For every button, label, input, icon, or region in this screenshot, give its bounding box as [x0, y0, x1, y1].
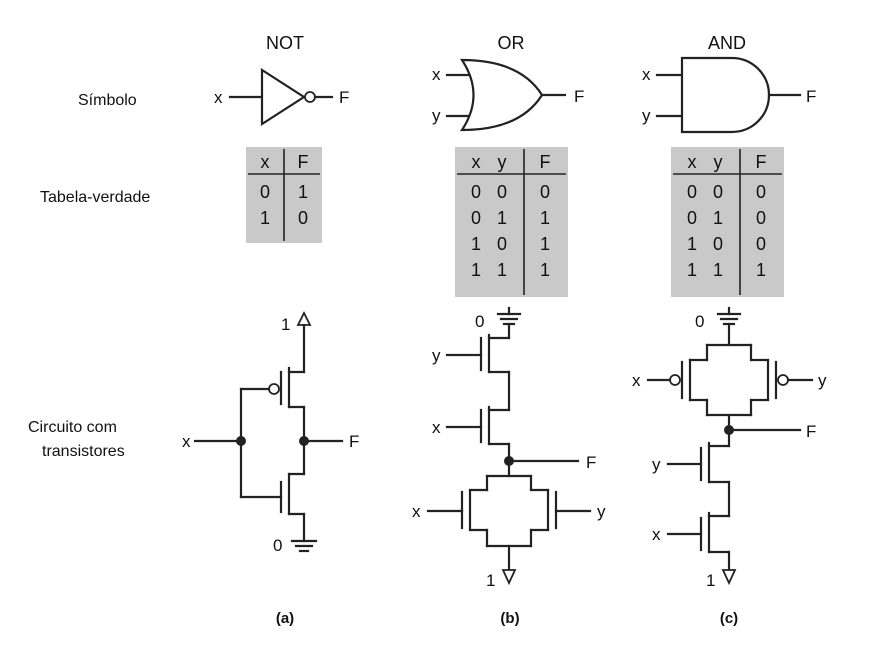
header-and: AND: [708, 33, 746, 53]
truth-table-not: x F 0 1 1 0: [246, 147, 322, 243]
table-cell: 1: [713, 208, 723, 228]
or-gate-body: [459, 58, 544, 132]
and-transistor-circuit: 0 x y F: [632, 306, 827, 590]
not-output-label: F: [339, 88, 349, 107]
table-header-cell: y: [498, 152, 507, 172]
header-or: OR: [498, 33, 525, 53]
or-circuit-y2-label: y: [597, 502, 606, 521]
and-gate-body: [680, 56, 771, 134]
table-cell: 0: [497, 234, 507, 254]
and-circuit-x-label: x: [632, 371, 641, 390]
header-not: NOT: [266, 33, 304, 53]
or-input-x-label: x: [432, 65, 441, 84]
table-cell: 0: [756, 234, 766, 254]
and-circuit-x2-label: x: [652, 525, 661, 544]
table-cell: 0: [540, 182, 550, 202]
and-output-junction: [724, 425, 734, 435]
table-header-cell: x: [688, 152, 697, 172]
table-cell: 0: [260, 182, 270, 202]
not-circuit-output-label: F: [349, 432, 359, 451]
table-header-cell: F: [540, 152, 551, 172]
table-cell: 1: [471, 234, 481, 254]
table-cell: 1: [260, 208, 270, 228]
not-input-junction: [236, 436, 246, 446]
table-cell: 0: [687, 182, 697, 202]
or-input-y-label: y: [432, 106, 441, 125]
table-cell: 1: [298, 182, 308, 202]
table-cell: 0: [471, 208, 481, 228]
and-vdd-label: 1: [706, 571, 715, 590]
or-vdd-arrow-icon: [501, 569, 517, 586]
truth-table-or: x y F 0 0 0 0 1 1 1 0 1 1 1 1: [455, 147, 568, 297]
or-transistor-circuit: 0 y x F: [412, 306, 606, 590]
table-header-cell: y: [714, 152, 723, 172]
table-header-cell: x: [472, 152, 481, 172]
table-cell: 0: [298, 208, 308, 228]
not-gate-symbol: x F: [214, 67, 349, 127]
table-cell: 0: [713, 182, 723, 202]
and-pmos-right-bubble: [777, 374, 789, 386]
or-ground-icon: [496, 306, 522, 326]
table-cell: 1: [540, 234, 550, 254]
not-ground-icon: [290, 539, 318, 553]
not-vdd-arrow-icon: [296, 310, 312, 326]
caption-b: (b): [500, 610, 519, 627]
or-gate-symbol: x y F: [432, 58, 584, 132]
or-circuit-x-label: x: [432, 418, 441, 437]
table-header-cell: x: [261, 152, 270, 172]
and-gate-symbol: x y F: [642, 56, 816, 134]
truth-table-and: x y F 0 0 0 0 1 0 1 0 0 1 1 1: [671, 147, 784, 297]
and-input-y-label: y: [642, 106, 651, 125]
table-cell: 1: [756, 260, 766, 280]
row-label-symbol: Símbolo: [78, 92, 137, 109]
and-ground-icon: [716, 306, 742, 326]
and-circuit-output-label: F: [806, 422, 816, 441]
and-pmos-left-bubble: [669, 374, 681, 386]
and-vdd-arrow-icon: [721, 569, 737, 586]
table-cell: 1: [687, 234, 697, 254]
table-cell: 0: [756, 208, 766, 228]
or-circuit-x2-label: x: [412, 502, 421, 521]
table-cell: 1: [540, 260, 550, 280]
caption-a: (a): [276, 610, 294, 627]
table-cell: 1: [713, 260, 723, 280]
table-cell: 1: [540, 208, 550, 228]
table-cell: 1: [687, 260, 697, 280]
not-gate-bubble: [304, 91, 316, 103]
not-vdd-label: 1: [281, 315, 290, 334]
or-circuit-y-label: y: [432, 346, 441, 365]
table-header-cell: F: [756, 152, 767, 172]
and-circuit-y-label: y: [818, 371, 827, 390]
and-input-x-label: x: [642, 65, 651, 84]
not-pmos-bubble: [268, 383, 280, 395]
table-cell: 0: [687, 208, 697, 228]
or-output-label: F: [574, 87, 584, 106]
row-label-circuit-1: Circuito com: [28, 419, 117, 436]
table-cell: 1: [497, 208, 507, 228]
row-label-circuit-2: transistores: [42, 443, 125, 460]
not-circuit-input-label: x: [182, 432, 191, 451]
table-header-cell: F: [298, 152, 309, 172]
and-circuit-y2-label: y: [652, 455, 661, 474]
or-ground-label: 0: [475, 312, 484, 331]
not-gate-body: [260, 67, 307, 127]
table-cell: 0: [497, 182, 507, 202]
not-output-junction: [299, 436, 309, 446]
and-ground-label: 0: [695, 312, 704, 331]
table-cell: 1: [497, 260, 507, 280]
not-input-label: x: [214, 88, 223, 107]
not-ground-label: 0: [273, 536, 282, 555]
or-vdd-label: 1: [486, 571, 495, 590]
row-label-truth-table: Tabela-verdade: [40, 189, 150, 206]
and-output-label: F: [806, 87, 816, 106]
or-output-junction: [504, 456, 514, 466]
table-cell: 0: [713, 234, 723, 254]
or-circuit-output-label: F: [586, 453, 596, 472]
table-cell: 1: [471, 260, 481, 280]
table-cell: 0: [471, 182, 481, 202]
caption-c: (c): [720, 610, 738, 627]
table-cell: 0: [756, 182, 766, 202]
not-transistor-circuit: 1 x F 0: [182, 310, 359, 555]
